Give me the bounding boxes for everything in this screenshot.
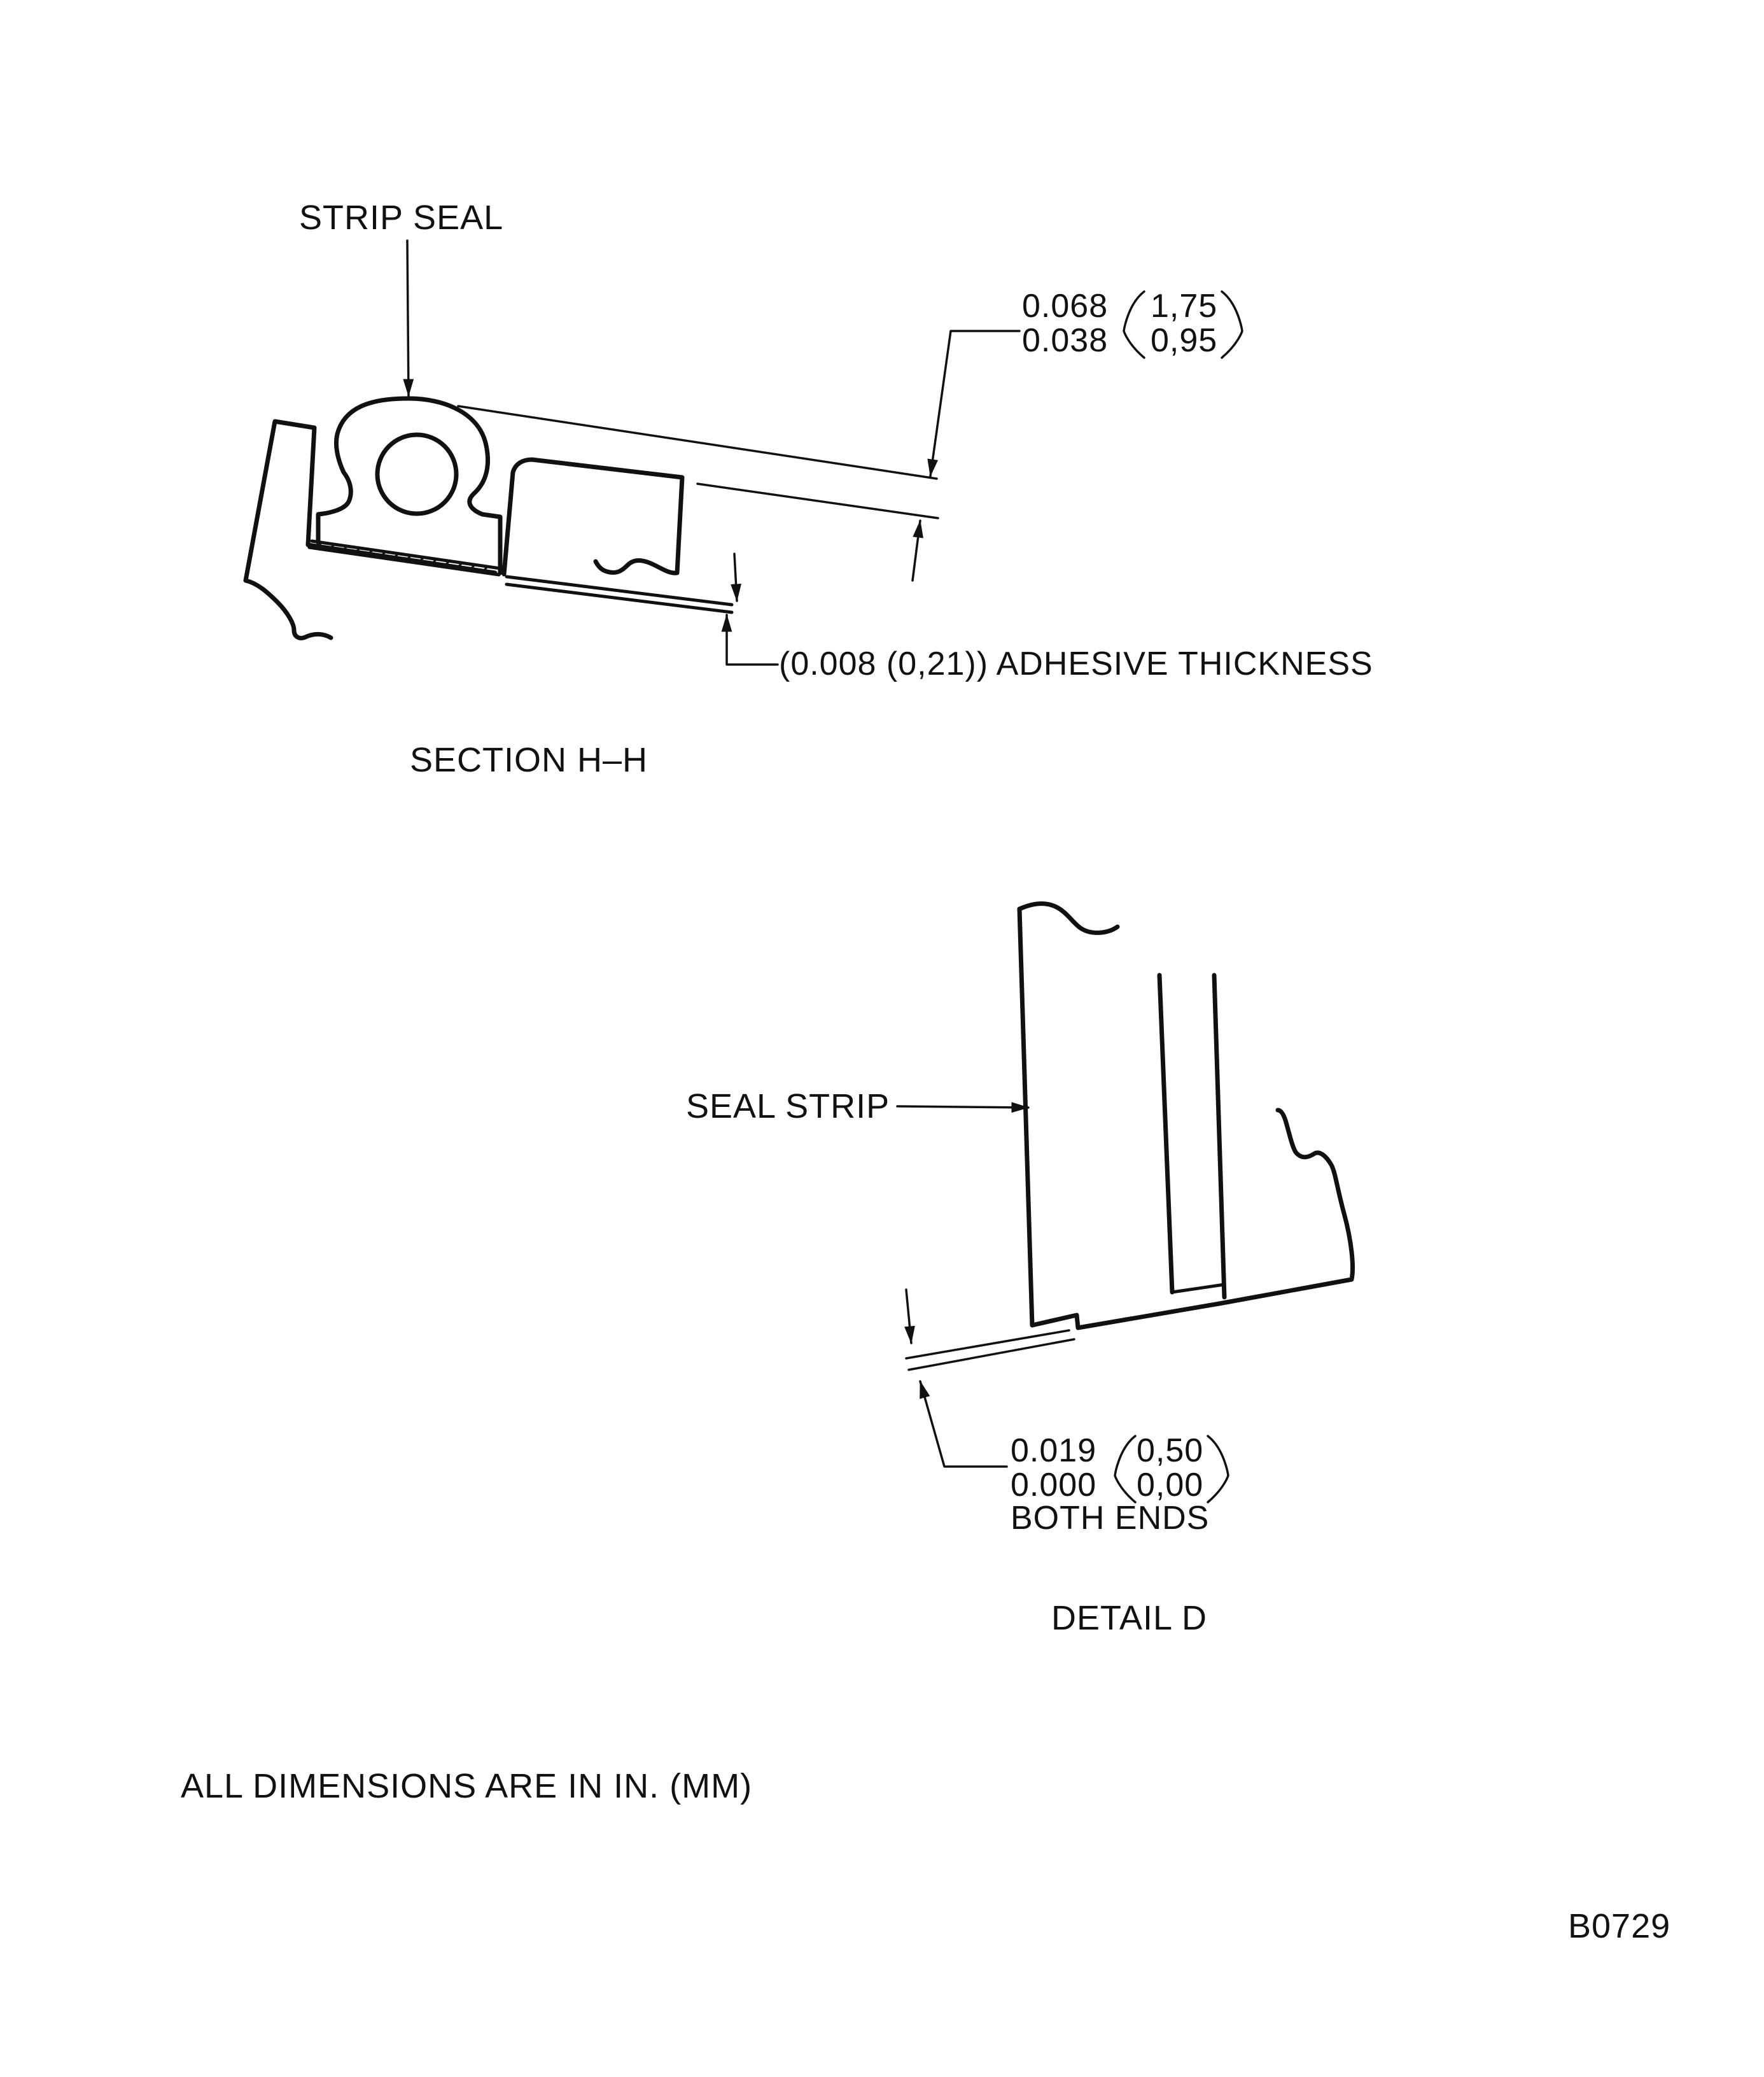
seal-strip-leader — [896, 1102, 1030, 1113]
section-hh: STRIP SEAL 0.068 0.038 1,75 0,95 (0 — [243, 199, 1373, 779]
detail-inner-line-2 — [1212, 973, 1227, 1300]
seal-strip-label: SEAL STRIP — [686, 1087, 890, 1125]
dim-upper-paren-right — [1221, 290, 1243, 359]
detail-dim-max-mm: 0,50 — [1137, 1432, 1203, 1469]
section-hh-title: SECTION H–H — [410, 741, 648, 779]
adhesive-layer — [307, 539, 502, 577]
adhesive-hatch — [317, 541, 488, 572]
detail-dim-min-in: 0.000 — [1011, 1467, 1096, 1503]
strip-seal-leader — [403, 239, 414, 397]
adhesive-dim-arrow-bottom — [721, 614, 779, 666]
units-note: ALL DIMENSIONS ARE IN IN. (MM) — [181, 1767, 752, 1805]
dim-upper-max-mm: 1,75 — [1151, 288, 1217, 325]
detail-inner-line-1 — [1157, 973, 1175, 1295]
detail-d: SEAL STRIP 0.019 0.000 0,50 0,00 BOTH EN… — [686, 901, 1355, 1637]
extension-line-bottom — [696, 482, 939, 519]
drawing-number: B0729 — [1568, 1907, 1670, 1945]
detail-inner-base — [1170, 1283, 1226, 1294]
housing-wall-left — [243, 419, 498, 640]
detail-d-title: DETAIL D — [1051, 1599, 1207, 1637]
adhesive-thickness-label: (0.008 (0,21)) ADHESIVE THICKNESS — [779, 645, 1373, 682]
detail-dim-note: BOTH ENDS — [1011, 1500, 1209, 1537]
strip-seal-profile — [316, 396, 503, 575]
detail-dim-min-mm: 0,00 — [1137, 1467, 1203, 1503]
detail-panel-top-break — [1017, 901, 1120, 935]
dim-upper-max-in: 0.068 — [1022, 288, 1108, 325]
extension-line-top — [457, 405, 938, 480]
detail-dim-arrow-top — [904, 1288, 915, 1344]
detail-dim-arrow-bottom — [919, 1380, 1008, 1468]
panel-base-line-lower — [505, 582, 734, 614]
detail-panel-outline — [1017, 906, 1355, 1330]
detail-extension-lower — [907, 1338, 1075, 1371]
adjacent-panel — [501, 457, 685, 577]
strip-seal-bore — [375, 432, 459, 516]
detail-dim-paren-left — [1114, 1435, 1137, 1503]
dim-leader-upper-top — [927, 330, 1021, 477]
dim-leader-upper-bottom — [911, 519, 923, 582]
adhesive-dim-arrow-top — [731, 553, 741, 602]
detail-dim-paren-right — [1207, 1435, 1229, 1503]
dim-upper-min-in: 0.038 — [1022, 322, 1108, 359]
dim-upper-paren-left — [1123, 290, 1145, 359]
dim-upper-min-mm: 0,95 — [1151, 322, 1217, 359]
panel-base-line — [505, 575, 734, 607]
detail-dim-max-in: 0.019 — [1011, 1432, 1096, 1469]
strip-seal-label: STRIP SEAL — [299, 199, 503, 237]
detail-extension-upper — [905, 1329, 1070, 1360]
